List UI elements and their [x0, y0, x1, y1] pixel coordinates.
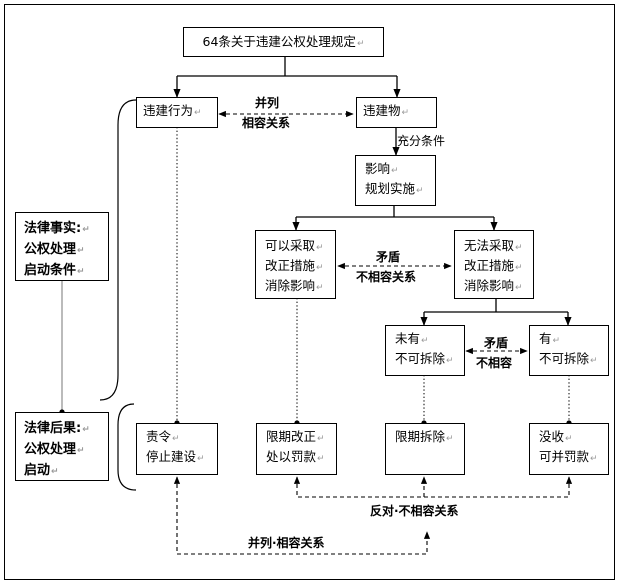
not-have-box: 未有↵ 不可拆除↵	[385, 325, 465, 376]
result-text-1: 法律后果:	[24, 421, 82, 436]
dash-parallel-bottom	[173, 476, 431, 555]
dash-oppose	[293, 476, 573, 498]
result-text-2: 公权处理	[24, 442, 77, 457]
order-text-1: 责令	[146, 429, 172, 444]
return-mark: ↵	[356, 39, 365, 49]
deadline-demolish-text: 限期拆除	[395, 429, 446, 444]
label-conflict-small-2: 不相容	[476, 356, 513, 370]
return-mark: ↵	[590, 356, 598, 366]
confiscate-box: 没收↵ 可并罚款↵	[529, 423, 609, 475]
return-mark: ↵	[446, 434, 454, 444]
return-mark: ↵	[82, 425, 90, 435]
return-mark: ↵	[197, 454, 205, 464]
deadline-correct-text-1: 限期改正	[266, 429, 317, 444]
deadline-demolish-box: 限期拆除↵	[385, 423, 465, 475]
cannot-text-3: 消除影响	[464, 278, 515, 293]
can-text-1: 可以采取	[265, 238, 316, 253]
confiscate-text-1: 没收	[539, 429, 565, 444]
return-mark: ↵	[316, 243, 324, 253]
return-mark: ↵	[515, 263, 523, 273]
deadline-correct-text-2: 处以罚款	[266, 449, 317, 464]
return-mark: ↵	[77, 446, 85, 456]
return-mark: ↵	[391, 166, 399, 176]
have-box: 有↵ 不可拆除↵	[529, 325, 609, 376]
label-oppose: 反对·不相容关系	[370, 504, 459, 518]
label-parallel-top-2: 相容关系	[242, 116, 291, 130]
can-text-2: 改正措施	[265, 258, 316, 273]
return-mark: ↵	[515, 283, 523, 293]
return-mark: ↵	[416, 186, 424, 196]
not-have-text-2: 不可拆除	[395, 351, 446, 366]
return-mark: ↵	[317, 434, 325, 444]
label-conflict-small-1: 矛盾	[484, 336, 509, 350]
title-text: 64条关于违建公权处理规定	[202, 34, 356, 49]
return-mark: ↵	[565, 434, 573, 444]
return-mark: ↵	[194, 108, 202, 118]
label-conflict-2: 不相容关系	[356, 270, 417, 284]
facts-brace	[99, 99, 137, 401]
return-mark: ↵	[515, 243, 523, 253]
have-text-1: 有	[539, 331, 552, 346]
can-correct-box: 可以采取↵ 改正措施↵ 消除影响↵	[255, 230, 336, 299]
violation-act-text: 违建行为	[143, 103, 194, 118]
cannot-correct-box: 无法采取↵ 改正措施↵ 消除影响↵	[454, 230, 534, 299]
title-box: 64条关于违建公权处理规定↵	[183, 27, 384, 57]
return-mark: ↵	[316, 263, 324, 273]
violation-building-box: 违建物↵	[356, 97, 437, 128]
return-mark: ↵	[172, 434, 180, 444]
label-parallel-bottom: 并列·相容关系	[248, 536, 325, 550]
return-mark: ↵	[317, 454, 325, 464]
confiscate-text-2: 可并罚款	[539, 449, 590, 464]
return-mark: ↵	[552, 336, 561, 346]
return-mark: ↵	[401, 108, 410, 118]
not-have-text-1: 未有	[395, 331, 421, 346]
facts-text-2: 公权处理	[24, 242, 77, 257]
cannot-text-1: 无法采取	[464, 238, 515, 253]
have-text-2: 不可拆除	[539, 351, 590, 366]
return-mark: ↵	[590, 454, 598, 464]
return-mark: ↵	[77, 246, 85, 256]
violation-act-box: 违建行为↵	[136, 97, 218, 128]
deadline-correct-box: 限期改正↵ 处以罚款↵	[256, 423, 337, 475]
label-sufficient: 充分条件	[397, 134, 446, 148]
can-text-3: 消除影响	[265, 278, 316, 293]
label-conflict-1: 矛盾	[376, 250, 401, 264]
violation-building-text: 违建物	[363, 103, 401, 118]
return-mark: ↵	[421, 336, 429, 346]
cannot-text-2: 改正措施	[464, 258, 515, 273]
return-mark: ↵	[82, 225, 90, 235]
return-mark: ↵	[77, 267, 85, 277]
order-stop-box: 责令↵ 停止建设↵	[136, 423, 218, 475]
legal-facts-box: 法律事实:↵ 公权处理↵ 启动条件↵	[15, 212, 109, 281]
outer-frame	[4, 4, 615, 580]
order-text-2: 停止建设	[146, 449, 197, 464]
impact-text-2: 规划实施	[365, 181, 416, 196]
facts-text-1: 法律事实:	[24, 221, 82, 236]
result-brace	[117, 403, 137, 491]
return-mark: ↵	[316, 283, 324, 293]
result-text-3: 启动	[24, 463, 51, 478]
impact-box: 影响↵ 规划实施↵	[355, 155, 436, 206]
impact-text-1: 影响	[365, 161, 391, 176]
label-parallel-top-1: 并列	[255, 96, 280, 110]
return-mark: ↵	[51, 467, 59, 477]
legal-result-box: 法律后果:↵ 公权处理↵ 启动↵	[15, 412, 109, 481]
return-mark: ↵	[446, 356, 454, 366]
facts-text-3: 启动条件	[24, 263, 77, 278]
